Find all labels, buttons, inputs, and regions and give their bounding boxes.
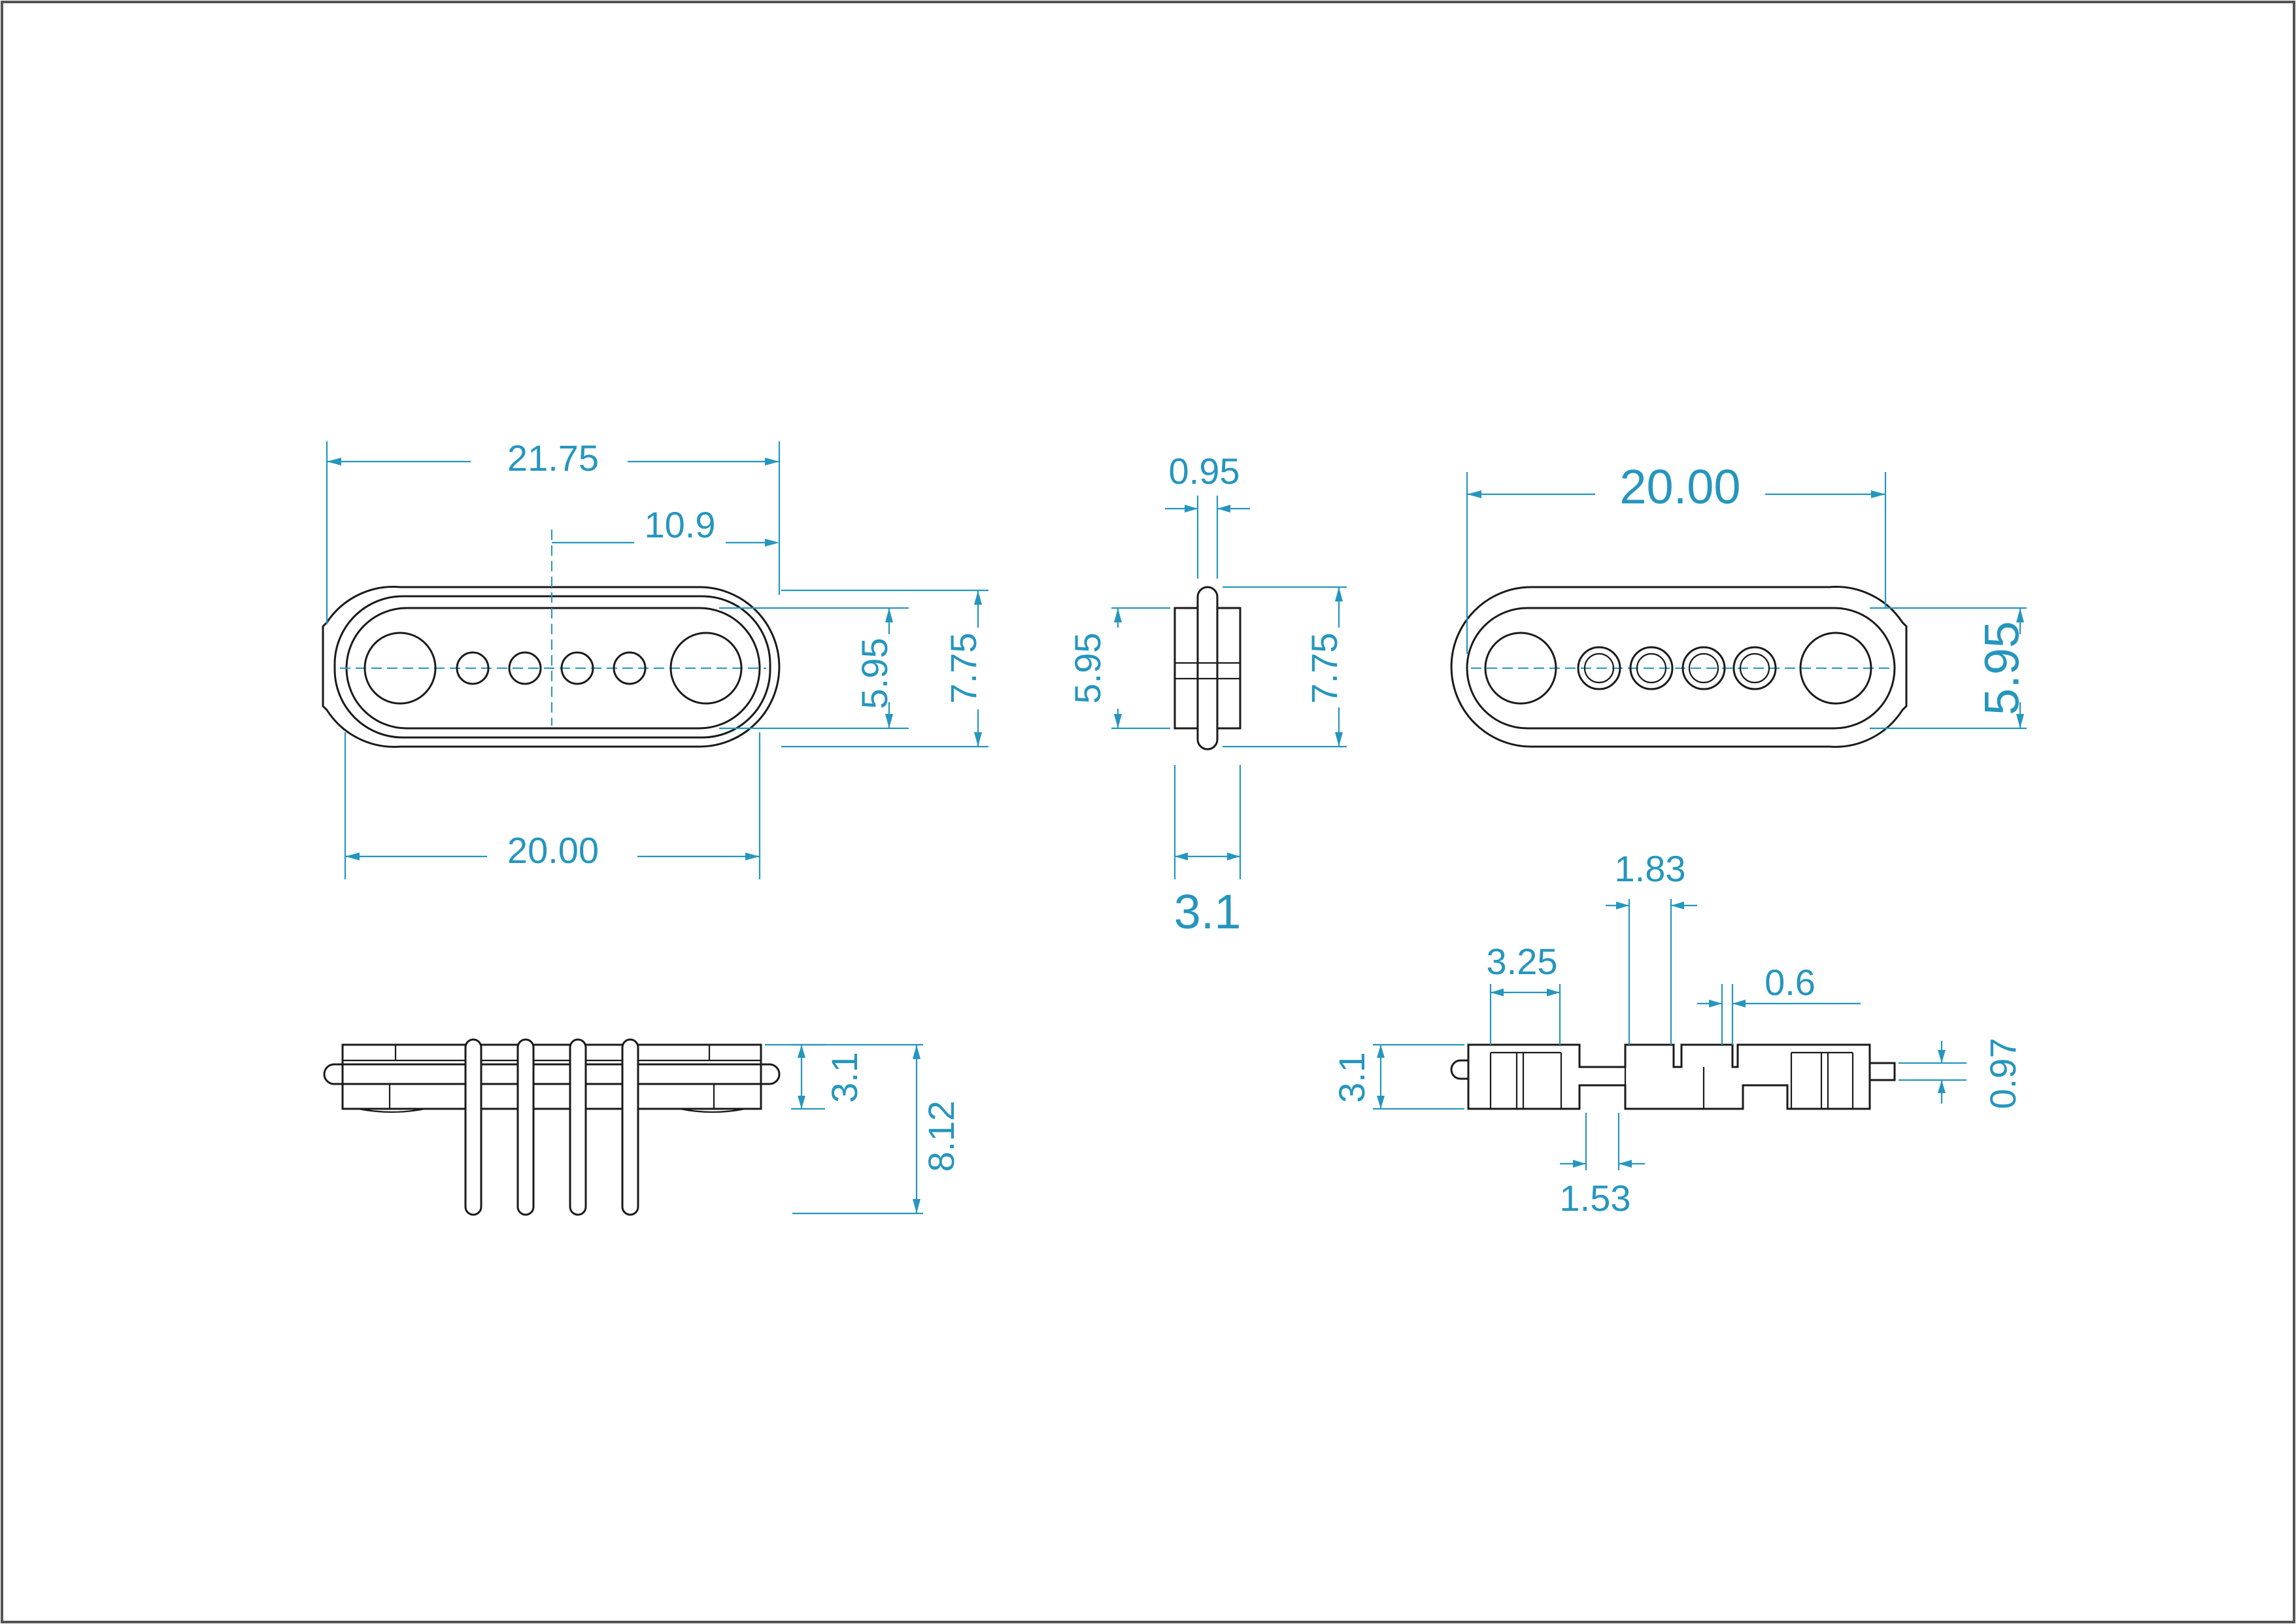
dim-pin-diameter: 0.95 [1169,450,1240,492]
dim-rear-length: 20.00 [1619,460,1740,514]
bottom-pin-1 [464,1038,482,1216]
small-pin-1 [456,651,490,685]
bottom-body [341,1043,762,1110]
rear-pin-3-outer [1681,646,1726,690]
large-pin-right [669,632,743,705]
dim-inner-height: 5.95 [854,638,895,709]
dim-gap: 0.6 [1764,962,1815,1003]
rear-pin-2-outer [1629,646,1674,690]
dim-side-inner-height: 5.95 [1067,633,1108,704]
dim-bottom-width: 1.53 [1560,1177,1631,1219]
dim-overall-length: 21.75 [507,437,599,479]
dim-rear-height: 5.95 [1975,621,2029,715]
dim-outer-height: 7.75 [943,633,984,704]
side-view: 0.95 5.95 7.75 3.1 [1067,450,1347,939]
rear-inner-face [1466,607,1896,730]
dim-side-outer-height: 7.75 [1304,633,1345,704]
small-pin-2 [508,651,542,685]
rear-pin-1-inner [1583,652,1615,684]
bottom-flange [323,1063,781,1085]
dim-center-offset: 10.9 [645,504,716,545]
side-pin [1196,586,1219,751]
dim-bottom-thickness: 3.1 [824,1052,865,1103]
bottom-right-underside-view: 1.83 3.25 0.6 3.1 0.97 [1331,848,2023,1219]
rear-large-pin-right [1799,632,1872,705]
top-right-rear-view: 20.00 5.95 [1450,460,2029,748]
left-tab [1450,1059,1468,1080]
dim-side-thickness: 3.1 [1174,885,1241,939]
small-pin-3 [560,651,594,685]
dim-tab-height: 0.97 [1982,1038,2023,1109]
top-left-front-view: 21.75 10.9 20.00 5.95 7.75 [322,437,988,879]
small-pin-4 [613,651,647,685]
dim-segment-pitch: 3.25 [1487,941,1558,982]
large-pin-left [363,632,437,705]
bottom-left-side-view: 3.1 8.12 [323,1038,962,1216]
dim-body-length: 20.00 [507,830,599,871]
rear-pin-3-inner [1688,652,1719,684]
bottom-pin-3 [569,1038,587,1216]
rear-pin-4-outer [1732,646,1777,690]
dim-slot-width: 1.83 [1615,848,1686,889]
rear-pin-4-inner [1739,652,1770,684]
dim-underside-thickness: 3.1 [1331,1052,1372,1103]
connector-outer-outline [322,586,781,748]
rear-large-pin-left [1484,632,1557,705]
rear-pin-2-inner [1636,652,1667,684]
rear-pin-1-outer [1577,646,1621,690]
bottom-pin-4 [621,1038,639,1216]
right-tab [1870,1062,1896,1081]
bottom-pin-2 [516,1038,535,1216]
dim-total-height: 8.12 [920,1101,962,1172]
